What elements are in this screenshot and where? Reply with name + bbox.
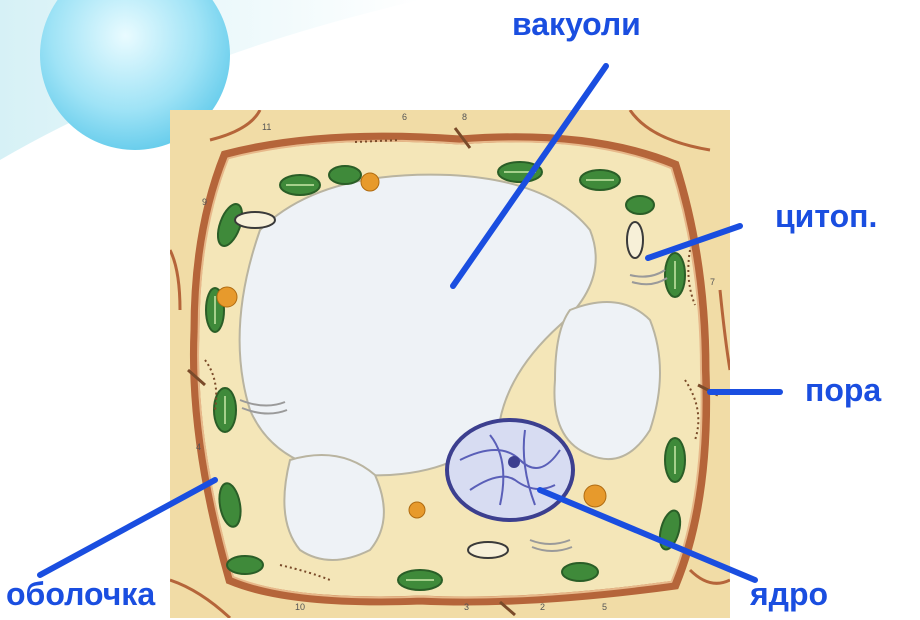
figure-marker: 2 — [540, 602, 545, 612]
figure-marker: 9 — [202, 197, 207, 207]
label-pore: пора — [805, 374, 881, 406]
nucleolus — [508, 456, 520, 468]
figure-marker: 6 — [402, 112, 407, 122]
label-cytoplasm: цитоп. — [775, 200, 877, 232]
figure-marker: 3 — [464, 602, 469, 612]
label-vacuole: вакуоли — [512, 8, 641, 40]
label-nucleus: ядро — [750, 578, 828, 610]
small-vacuole-left — [284, 455, 384, 560]
figure-marker: 4 — [196, 442, 201, 452]
label-cell-wall: оболочка — [6, 578, 155, 610]
figure-marker: 7 — [710, 277, 715, 287]
small-vacuole-right — [554, 302, 660, 459]
figure-marker: 11 — [262, 122, 271, 132]
figure-marker: 10 — [295, 602, 305, 612]
figure-marker: 5 — [602, 602, 607, 612]
nucleus — [447, 420, 573, 520]
plant-cell-figure: 11 6 8 9 7 4 10 3 2 5 — [170, 110, 730, 618]
figure-marker: 8 — [462, 112, 467, 122]
